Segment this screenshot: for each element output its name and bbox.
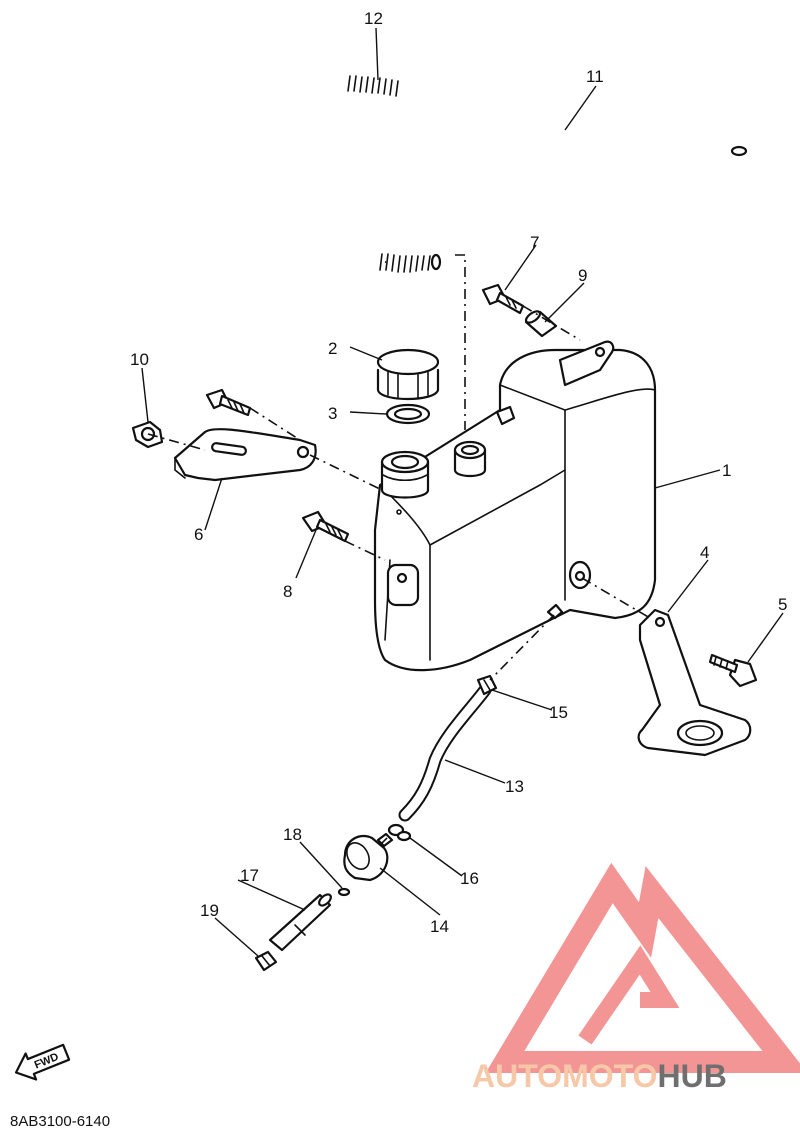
callout-labels: 1 2 3 4 5 6 7 8 9 10 11 12 13 14 15 16 1… [130, 9, 787, 936]
callout-11: 11 [586, 67, 604, 86]
bolt-10 [131, 420, 164, 449]
bolt-8 [301, 510, 350, 543]
hose-coil-bottom [379, 253, 442, 273]
reservoir-tank [373, 340, 657, 672]
pipe-17 [268, 893, 332, 952]
callout-10: 10 [130, 350, 149, 369]
collar-9 [524, 310, 558, 338]
bolt-7 [481, 283, 525, 315]
clip-16 [387, 823, 412, 842]
callout-14: 14 [430, 917, 449, 936]
assembly-guides [147, 305, 651, 846]
leader-lines [141, 27, 784, 957]
clamp-15 [476, 674, 498, 696]
bolt-upper-bracket [205, 388, 252, 417]
callout-19: 19 [200, 901, 219, 920]
callout-15: 15 [549, 703, 568, 722]
callout-5: 5 [778, 595, 787, 614]
fwd-arrow-icon: FWD [14, 1043, 71, 1081]
callout-16: 16 [460, 869, 479, 888]
bolt-5 [708, 653, 758, 688]
watermark-word-accent: HUB [657, 1058, 726, 1094]
drawing-code: 8AB3100-6140 [10, 1113, 110, 1130]
tank-bracket-upper [173, 428, 317, 482]
callout-18: 18 [283, 825, 302, 844]
tank-bracket-lower [637, 608, 752, 757]
hose-coil-top [347, 75, 399, 97]
callout-4: 4 [700, 543, 709, 562]
watermark-word-main: AUTOMOTO [472, 1058, 657, 1094]
callout-7: 7 [530, 233, 539, 252]
callout-2: 2 [328, 339, 337, 358]
callout-17: 17 [240, 866, 259, 885]
callout-13: 13 [505, 777, 524, 796]
overflow-hose [287, 75, 748, 430]
callout-9: 9 [578, 266, 587, 285]
watermark-text: AUTOMOTOHUB [472, 1058, 727, 1094]
clip-18 [337, 887, 351, 897]
drain-hose [398, 683, 492, 822]
filler-neck [380, 405, 516, 515]
watermark-logo-icon [485, 862, 800, 1073]
cap-seal [385, 403, 431, 425]
callout-1: 1 [722, 461, 731, 480]
callout-6: 6 [194, 525, 203, 544]
callout-3: 3 [328, 404, 337, 423]
callout-8: 8 [283, 582, 292, 601]
tank-cap [376, 348, 440, 400]
clip-19 [254, 950, 278, 972]
callout-12: 12 [364, 9, 383, 28]
